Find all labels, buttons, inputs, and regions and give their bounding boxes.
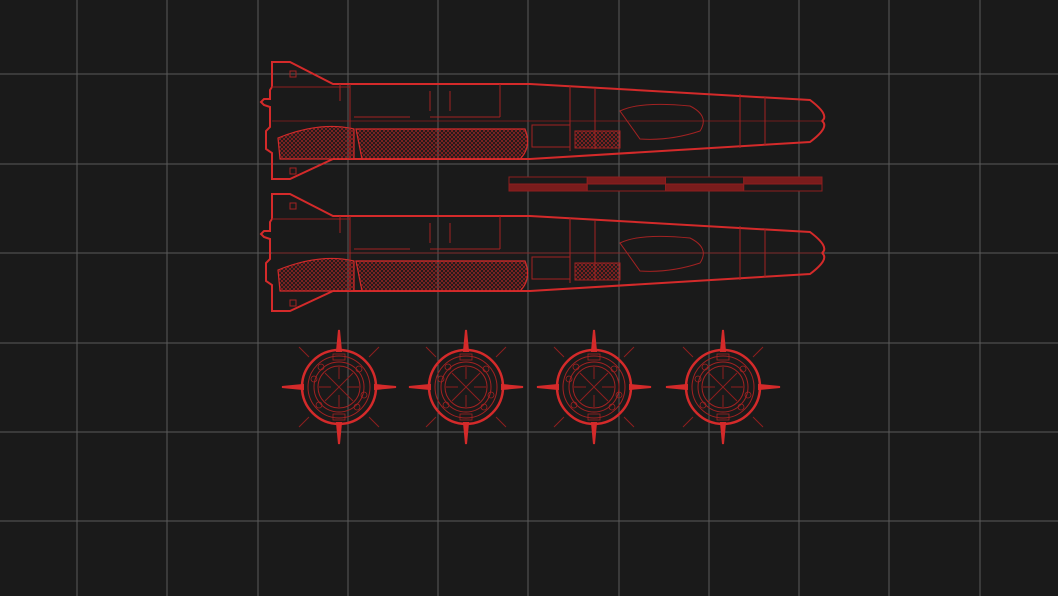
scale-bar-segment bbox=[586, 183, 666, 192]
scale-bar-segment bbox=[665, 183, 745, 192]
rear-view-4 bbox=[664, 328, 782, 446]
scale-bar-segment bbox=[743, 183, 823, 192]
rear-view-2 bbox=[407, 328, 525, 446]
scale-bar-segment bbox=[665, 176, 745, 185]
scale-bar-segment bbox=[508, 176, 588, 185]
scale-bar-segment bbox=[743, 176, 823, 185]
rear-view-1 bbox=[280, 328, 398, 446]
rear-view-3 bbox=[535, 328, 653, 446]
missile-side-view-1 bbox=[260, 61, 826, 180]
scale-bar-segment bbox=[586, 176, 666, 185]
scale-bar-segment bbox=[508, 183, 588, 192]
scale-bar bbox=[508, 176, 823, 192]
